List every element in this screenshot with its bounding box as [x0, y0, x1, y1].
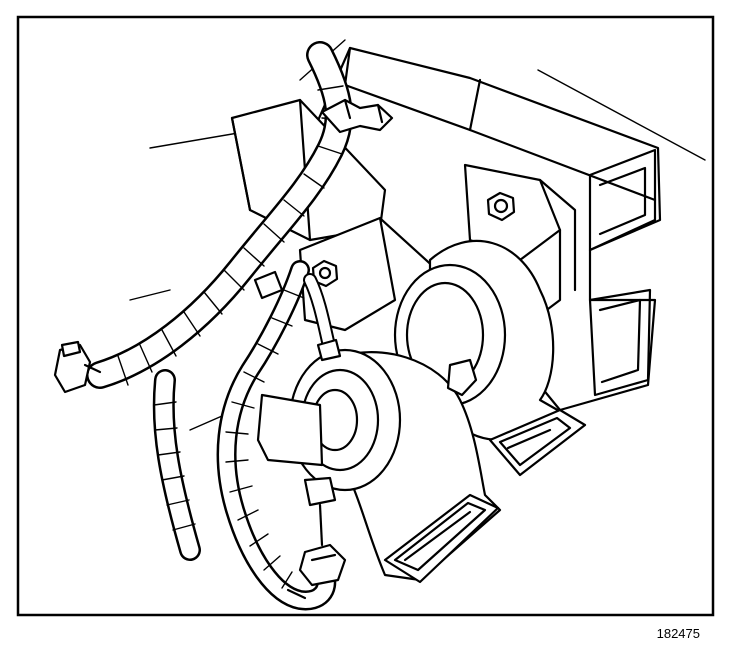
harness-wrap-bands [117, 85, 348, 386]
harness-connectors [53, 98, 478, 600]
lower-connector-icon [286, 543, 347, 600]
left-connector-icon [53, 340, 102, 394]
harness-clips [253, 270, 342, 362]
frame-rail-bracket [230, 46, 662, 412]
front-horn [256, 348, 502, 584]
figure-id-label: 182475 [656, 626, 700, 641]
branch-wrap-bands [153, 401, 196, 531]
loop-wrap-bands [225, 289, 305, 589]
horn-terminal-icon [446, 358, 478, 397]
upper-bolt-icon [486, 191, 516, 222]
top-clip-connector-icon [320, 98, 394, 134]
